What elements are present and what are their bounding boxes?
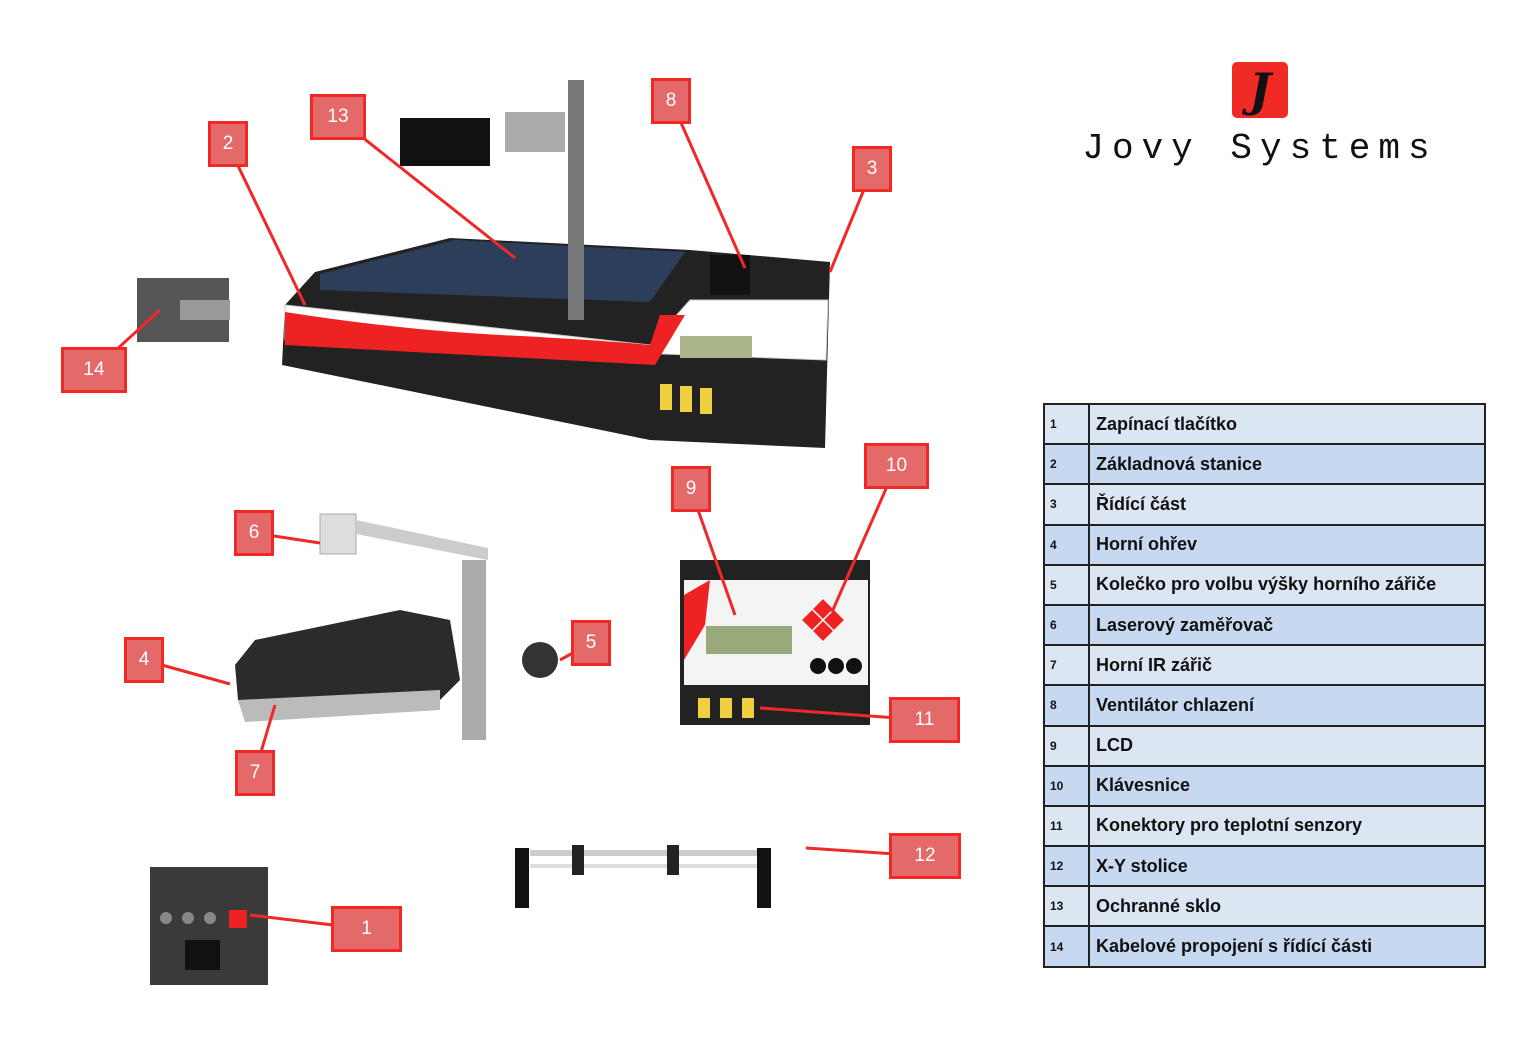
legend-number: 2 xyxy=(1043,443,1090,486)
xy-table-image xyxy=(515,845,771,908)
legend-number: 4 xyxy=(1043,523,1090,566)
power-switch-image xyxy=(150,867,268,985)
callout-1: 1 xyxy=(331,906,402,952)
legend-number: 8 xyxy=(1043,684,1090,727)
legend-label: Horní ohřev xyxy=(1088,523,1486,566)
legend-label: Kabelové propojení s řídící části xyxy=(1088,925,1486,968)
legend-label: Řídící část xyxy=(1088,483,1486,526)
controller-image xyxy=(680,560,870,725)
legend-number: 10 xyxy=(1043,764,1090,807)
callout-8: 8 xyxy=(651,78,691,124)
legend-number: 5 xyxy=(1043,563,1090,606)
callout-11: 11 xyxy=(889,697,960,743)
logo-brand-name: Jovy Systems xyxy=(1082,128,1438,169)
legend-number: 9 xyxy=(1043,724,1090,767)
legend-label: Kolečko pro volbu výšky horního zářiče xyxy=(1088,563,1486,606)
legend-label: Laserový zaměřovač xyxy=(1088,603,1486,647)
logo-mark-icon: J xyxy=(1232,62,1288,118)
callout-4: 4 xyxy=(124,637,164,683)
base-station-image xyxy=(282,80,830,448)
callout-10: 10 xyxy=(864,443,929,489)
legend-label: LCD xyxy=(1088,724,1486,767)
cable-connection-image xyxy=(137,278,230,342)
legend-number: 14 xyxy=(1043,925,1090,968)
upper-heater-image xyxy=(235,513,558,740)
legend-label: X-Y stolice xyxy=(1088,845,1486,888)
legend-number: 11 xyxy=(1043,804,1090,848)
legend-number: 12 xyxy=(1043,845,1090,888)
callout-12: 12 xyxy=(889,833,961,879)
legend-number: 1 xyxy=(1043,402,1090,446)
legend-number: 3 xyxy=(1043,483,1090,526)
callout-2: 2 xyxy=(208,121,248,167)
callout-7: 7 xyxy=(235,750,275,796)
legend-label: Základnová stanice xyxy=(1088,443,1486,486)
legend-label: Ventilátor chlazení xyxy=(1088,684,1486,727)
callout-9: 9 xyxy=(671,466,711,512)
callout-14: 14 xyxy=(61,347,127,393)
legend-number: 13 xyxy=(1043,885,1090,928)
legend-label: Ochranné sklo xyxy=(1088,885,1486,928)
legend-label: Konektory pro teplotní senzory xyxy=(1088,804,1486,848)
legend-number: 7 xyxy=(1043,644,1090,687)
callout-3: 3 xyxy=(852,146,892,192)
callout-6: 6 xyxy=(234,510,274,556)
callout-13: 13 xyxy=(310,94,366,140)
legend-label: Klávesnice xyxy=(1088,764,1486,807)
legend-number: 6 xyxy=(1043,603,1090,647)
callout-5: 5 xyxy=(571,620,611,666)
legend-label: Zapínací tlačítko xyxy=(1088,402,1486,446)
jovy-systems-logo: J Jovy Systems xyxy=(1070,62,1450,169)
callout-lines xyxy=(92,99,926,931)
legend-label: Horní IR zářič xyxy=(1088,644,1486,687)
